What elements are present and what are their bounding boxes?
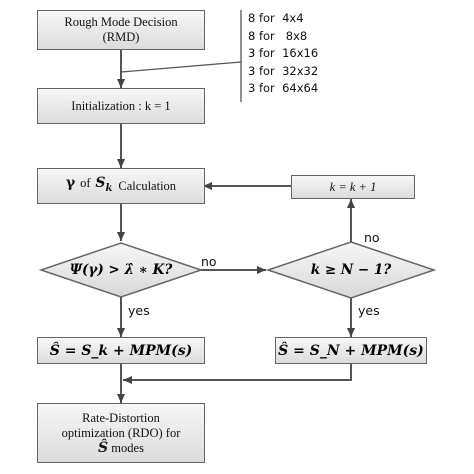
rdo-line2: optimization (RDO) for: [61, 425, 181, 440]
mpm-k-label: Ŝ = S_k + MPM(s): [49, 342, 193, 359]
increment-box: k = k + 1: [291, 175, 415, 199]
mode-count-list: 8 for 4x4 8 for 8x8 3 for 16x16 3 for 32…: [248, 10, 318, 98]
mode-count-4x4: 8 for 4x4: [248, 11, 304, 25]
edge-label-no-up: no: [364, 230, 380, 245]
rmd-line2: (RMD): [102, 30, 140, 44]
gamma-calculation-box: γ of Sk Calculation: [37, 168, 205, 204]
gamma-calculation-label: Calculation: [118, 178, 177, 193]
s-hat-symbol: Ŝ: [98, 439, 109, 456]
decision-threshold-text: Ψ(γ) > λ̂ ∗ K?: [41, 256, 201, 284]
initialization-label: Initialization : k = 1: [71, 98, 171, 113]
rdo-line1: Rate-Distortion: [82, 410, 160, 425]
edge-mpmn-to-join: [123, 364, 352, 384]
rdo-line3-row: Ŝ modes: [98, 439, 144, 456]
gamma-of-sk-symbol: γ of Sk: [65, 175, 113, 194]
mpm-n-box: Ŝ = S_N + MPM(s): [275, 337, 427, 364]
decision-count-text: k ≥ N − 1?: [268, 256, 434, 284]
decision-count-label: k ≥ N − 1?: [310, 262, 392, 278]
edge-label-no-right: no: [201, 254, 217, 269]
mode-list-pointer: [120, 61, 242, 73]
rdo-box: Rate-Distortion optimization (RDO) for Ŝ…: [37, 403, 205, 463]
mode-count-32x32: 3 for 32x32: [248, 63, 319, 78]
edge-label-yes-left: yes: [128, 303, 150, 318]
mode-count-16x16: 3 for 16x16: [248, 46, 319, 61]
increment-label: k = k + 1: [329, 179, 377, 194]
rmd-line1: Rough Mode Decision: [64, 15, 178, 29]
mpm-n-label: Ŝ = S_N + MPM(s): [278, 342, 424, 359]
rdo-line3: modes: [111, 440, 144, 455]
initialization-box: Initialization : k = 1: [37, 88, 205, 124]
edge-label-yes-right: yes: [358, 303, 380, 318]
rmd-box: Rough Mode Decision (RMD): [37, 10, 205, 50]
decision-threshold-label: Ψ(γ) > λ̂ ∗ K?: [69, 262, 173, 278]
mode-count-64x64: 3 for 64x64: [248, 81, 319, 96]
mpm-k-box: Ŝ = S_k + MPM(s): [37, 337, 205, 364]
mode-count-8x8: 8 for 8x8: [248, 28, 308, 43]
